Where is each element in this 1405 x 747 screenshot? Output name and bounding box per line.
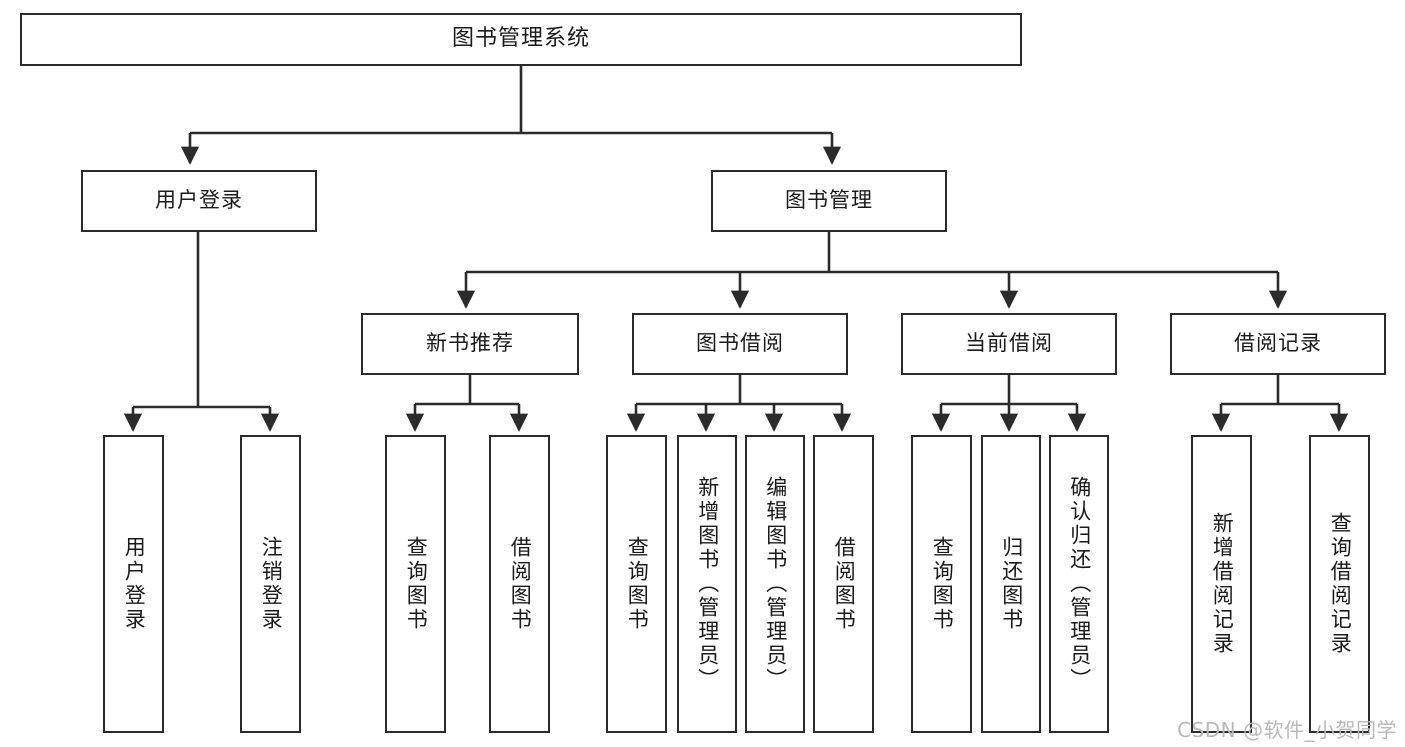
watermark: CSDN @软件_小贺同学	[1177, 718, 1397, 742]
node-book-borrow-label: 图书借阅	[696, 331, 784, 356]
node-new-book-rec[interactable]: 新书推荐	[361, 313, 579, 375]
node-current-borrow-label: 当前借阅	[965, 331, 1053, 356]
node-book-manage[interactable]: 图书管理	[711, 170, 947, 232]
node-leaf-borrow-book-2[interactable]: 借阅图书	[813, 435, 874, 733]
node-leaf-query-book-3[interactable]: 查询图书	[911, 435, 972, 733]
node-book-manage-label: 图书管理	[785, 188, 873, 213]
node-root-label: 图书管理系统	[451, 26, 590, 52]
node-borrow-record[interactable]: 借阅记录	[1170, 313, 1386, 375]
node-leaf-add-record[interactable]: 新增借阅记录	[1191, 435, 1252, 733]
node-current-borrow[interactable]: 当前借阅	[901, 313, 1117, 375]
node-leaf-borrow-book-2-label: 借阅图书	[832, 536, 857, 632]
node-leaf-borrow-book-1-label: 借阅图书	[508, 536, 533, 632]
node-leaf-borrow-book-1[interactable]: 借阅图书	[489, 435, 550, 733]
node-leaf-return-book-label: 归还图书	[999, 536, 1024, 632]
node-leaf-confirm-return-label: 确认归还（管理员）	[1067, 476, 1092, 692]
node-leaf-logout-label: 注销登录	[259, 536, 284, 632]
node-leaf-edit-book-label: 编辑图书（管理员）	[763, 476, 788, 692]
node-new-book-rec-label: 新书推荐	[426, 331, 514, 356]
node-leaf-return-book[interactable]: 归还图书	[981, 435, 1041, 733]
node-leaf-user-login-label: 用户登录	[122, 536, 147, 632]
node-user-login[interactable]: 用户登录	[81, 170, 317, 232]
node-leaf-query-book-2-label: 查询图书	[625, 536, 650, 632]
node-leaf-confirm-return[interactable]: 确认归还（管理员）	[1049, 435, 1109, 733]
node-leaf-query-record[interactable]: 查询借阅记录	[1309, 435, 1370, 733]
node-leaf-edit-book[interactable]: 编辑图书（管理员）	[745, 435, 805, 733]
node-borrow-record-label: 借阅记录	[1234, 331, 1322, 356]
node-book-borrow[interactable]: 图书借阅	[632, 313, 848, 375]
node-leaf-user-login[interactable]: 用户登录	[103, 435, 164, 733]
node-leaf-query-book-1-label: 查询图书	[404, 536, 429, 632]
node-leaf-add-record-label: 新增借阅记录	[1210, 512, 1235, 656]
node-leaf-query-record-label: 查询借阅记录	[1328, 512, 1353, 656]
node-leaf-query-book-1[interactable]: 查询图书	[385, 435, 446, 733]
node-root[interactable]: 图书管理系统	[20, 13, 1022, 66]
node-leaf-add-book-label: 新增图书（管理员）	[695, 476, 720, 692]
node-user-login-label: 用户登录	[155, 188, 243, 213]
node-leaf-add-book[interactable]: 新增图书（管理员）	[677, 435, 737, 733]
node-leaf-query-book-3-label: 查询图书	[930, 536, 955, 632]
node-leaf-query-book-2[interactable]: 查询图书	[606, 435, 667, 733]
node-leaf-logout[interactable]: 注销登录	[240, 435, 301, 733]
